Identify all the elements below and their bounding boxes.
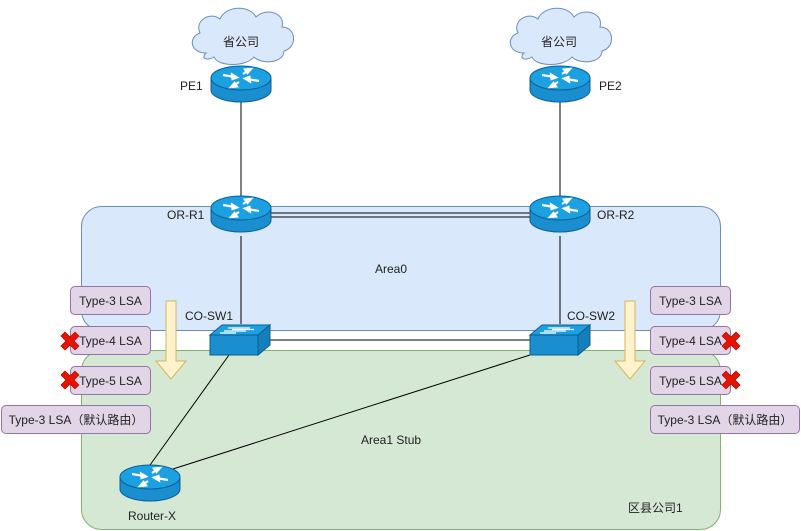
router-icon-router-x[interactable] (118, 463, 182, 503)
switch-icon-co-sw1[interactable] (209, 324, 271, 356)
lsa-box-left-type5: Type-5 LSA (70, 366, 151, 395)
device-label-router-x: Router-X (128, 509, 177, 523)
device-label-co-sw2: CO-SW2 (567, 309, 615, 323)
lsa-box-left-type3-default: Type-3 LSA（默认路由） (1, 405, 151, 434)
lsa-box-right-type4: Type-4 LSA (650, 326, 731, 355)
lsa-box-right-type3-default: Type-3 LSA（默认路由） (650, 405, 800, 434)
device-label-pe2: PE2 (599, 79, 622, 93)
lsa-box-left-type4: Type-4 LSA (70, 326, 151, 355)
device-label-or-r2: OR-R2 (597, 208, 635, 222)
link-co-sw1-router-x (149, 354, 230, 466)
lsa-box-left-type3: Type-3 LSA (70, 286, 151, 315)
router-icon-or-r2[interactable] (528, 194, 592, 234)
area1-region (81, 350, 721, 530)
cloud-label-pe1: 省公司 (223, 35, 260, 49)
branch-label: 区县公司1 (628, 501, 683, 515)
cloud-label-pe2: 省公司 (541, 35, 578, 49)
router-icon-or-r1[interactable] (209, 194, 273, 234)
area0-label: Area0 (375, 262, 408, 276)
lsa-box-right-type5: Type-5 LSA (650, 366, 731, 395)
device-label-pe1: PE1 (180, 79, 203, 93)
down-arrow-icon-right (613, 300, 647, 380)
link-co-sw2-router-x (172, 354, 531, 470)
device-label-co-sw1: CO-SW1 (185, 309, 233, 323)
lsa-box-right-type3: Type-3 LSA (650, 286, 731, 315)
device-label-or-r1: OR-R1 (167, 208, 205, 222)
area1-label: Area1 Stub (361, 433, 422, 447)
links (149, 100, 561, 470)
down-arrow-icon-left (154, 300, 188, 380)
router-icon-pe2[interactable] (528, 64, 592, 104)
switch-icon-co-sw2[interactable] (529, 324, 591, 356)
router-icon-pe1[interactable] (209, 64, 273, 104)
